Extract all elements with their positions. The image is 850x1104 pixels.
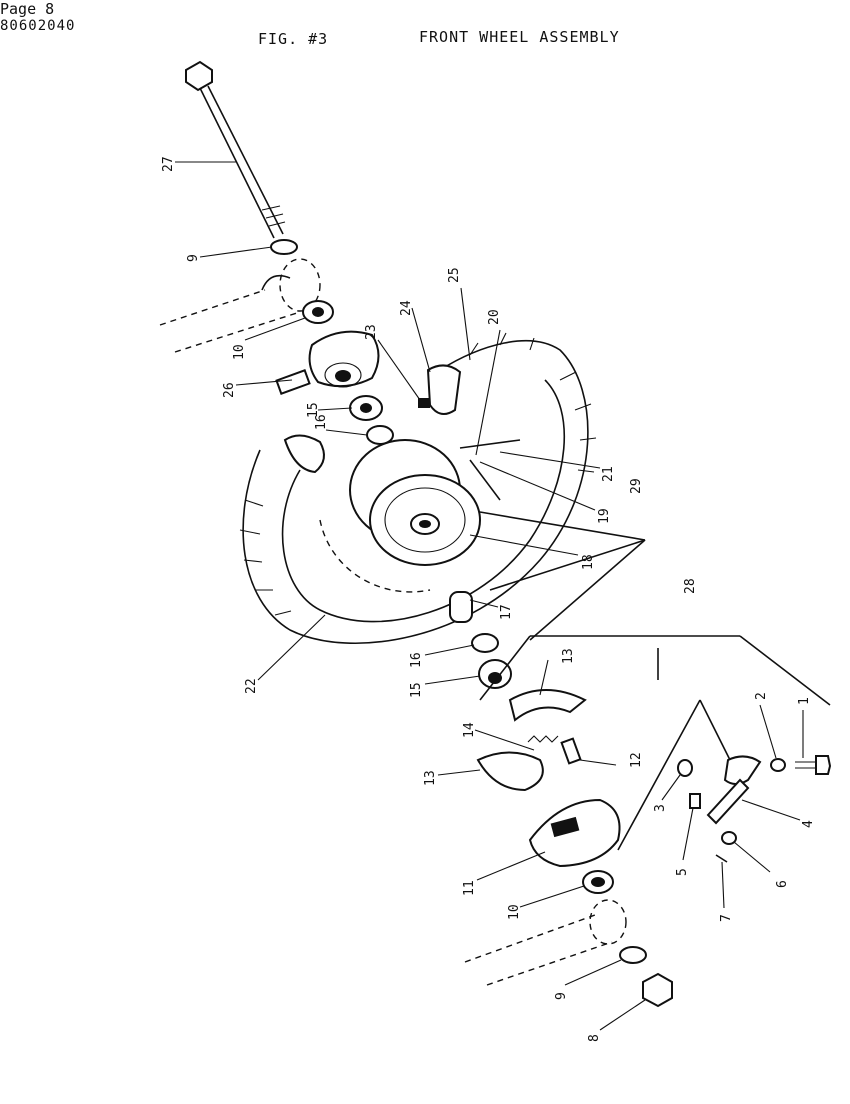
tire	[239, 332, 597, 645]
callout-labels: 27 9 10 26 15 16 23 24 25 20 21 19 29 18…	[161, 156, 816, 1042]
callout-13-upper: 13	[561, 648, 576, 664]
lower-bearings	[449, 591, 512, 689]
callout-3: 3	[653, 804, 668, 812]
callout-11: 11	[462, 880, 477, 896]
callout-9-upper: 9	[186, 254, 201, 262]
callout-24: 24	[399, 300, 414, 316]
callout-16-upper: 16	[314, 414, 329, 430]
callout-2: 2	[754, 692, 769, 700]
leader-lines	[175, 161, 804, 1031]
callout-8: 8	[587, 1034, 602, 1042]
callout-28: 28	[683, 578, 698, 594]
callout-1: 1	[797, 697, 812, 705]
callout-20: 20	[487, 309, 502, 325]
document-number: 80602040	[0, 18, 76, 34]
callout-22: 22	[244, 678, 259, 694]
page-number: Page 8	[0, 0, 55, 18]
brake-plate	[528, 798, 621, 894]
callout-27: 27	[161, 156, 176, 172]
callout-10-upper: 10	[232, 344, 247, 360]
callout-26: 26	[222, 382, 237, 398]
upper-fork-leg	[159, 239, 334, 353]
valve-and-cap	[283, 364, 462, 474]
callout-29: 29	[629, 478, 644, 494]
speedometer-drive	[275, 330, 380, 395]
callout-15-upper: 15	[306, 402, 321, 418]
callout-9-lower: 9	[554, 992, 569, 1000]
callout-19: 19	[597, 508, 612, 524]
callout-5: 5	[675, 868, 690, 876]
callout-7: 7	[719, 914, 734, 922]
axle-bolt	[185, 60, 286, 239]
brake-shoes	[476, 689, 587, 792]
figure-number: FIG. #3	[258, 30, 329, 48]
lower-fork-leg	[464, 899, 673, 1008]
callout-10-lower: 10	[507, 904, 522, 920]
callout-13-lower: 13	[423, 770, 438, 786]
figure-title: FRONT WHEEL ASSEMBLY	[419, 28, 620, 46]
callout-16-lower: 16	[409, 652, 424, 668]
callout-21: 21	[601, 466, 616, 482]
wheel-hub	[349, 439, 521, 566]
callout-14: 14	[462, 722, 477, 738]
callout-23: 23	[364, 324, 379, 340]
callout-6: 6	[775, 880, 790, 888]
callout-4: 4	[801, 820, 816, 828]
callout-12: 12	[629, 752, 644, 768]
callout-25: 25	[447, 267, 462, 283]
group-brackets	[479, 511, 831, 851]
callout-15-lower: 15	[409, 682, 424, 698]
upper-bearings	[349, 395, 394, 445]
callout-17: 17	[499, 604, 514, 620]
brake-arm-assembly	[677, 755, 832, 863]
callout-18: 18	[581, 554, 596, 570]
